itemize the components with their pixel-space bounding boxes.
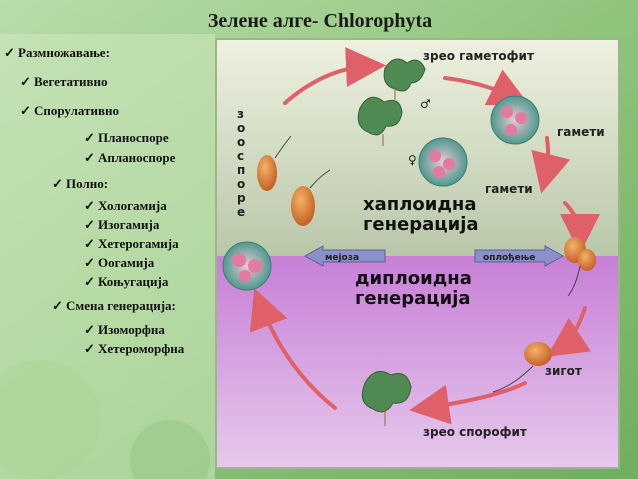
outline-item: ✓Изоморфна [84, 322, 165, 337]
svg-text:о: о [237, 177, 245, 191]
checkmark-icon: ✓ [84, 217, 95, 232]
outline-item: ✓Хологамија [84, 198, 167, 213]
outline-item: ✓Апланоспоре [84, 150, 176, 165]
outline-item: ✓Спорулативно [20, 103, 119, 118]
gamete-sphere-male [490, 95, 540, 145]
mature-gametophyte-label: зрео гаметофит [423, 49, 534, 63]
gametes-label-2: гамети [485, 182, 533, 196]
outline-item: ✓Изогамија [84, 217, 160, 232]
zygote-label: зигот [545, 364, 582, 378]
male-symbol: ♂ [420, 97, 431, 111]
zygote [492, 342, 552, 393]
slide-title: Зелене алге- Chlorophyta [207, 10, 433, 32]
diploid-label-2: генерација [355, 288, 471, 309]
outline-item: ✓Вегетативно [20, 74, 108, 89]
cycle-arrows [249, 47, 600, 425]
checkmark-icon: ✓ [52, 298, 63, 313]
svg-text:р: р [237, 191, 246, 205]
checkmark-icon: ✓ [52, 176, 63, 191]
checkmark-icon: ✓ [20, 74, 31, 89]
outline-item: ✓Коњугација [84, 274, 169, 289]
svg-text:о: о [237, 121, 245, 135]
zoospores-label: зоо спо ре [237, 107, 246, 219]
diploid-label: диплоидна [355, 268, 472, 289]
checkmark-icon: ✓ [84, 322, 95, 337]
zoospore-cell [257, 155, 277, 191]
female-symbol: ♀ [408, 153, 417, 167]
outline-item: ✓Смена генерација: [52, 298, 176, 313]
outline-item: ✓Хетерогамија [84, 236, 179, 251]
meiosis-label: мејоза [325, 252, 359, 263]
life-cycle-diagram: мејоза оплођење хаплоидна генерација дип… [215, 38, 620, 469]
gamete-sphere-female [418, 137, 468, 187]
haploid-label: хаплоидна [363, 194, 476, 215]
fertilization-arrow: оплођење [474, 245, 565, 267]
checkmark-icon: ✓ [84, 198, 95, 213]
fertilization-label: оплођење [483, 253, 535, 263]
outline-item: ✓Хетероморфна [84, 341, 185, 356]
svg-text:з: з [237, 107, 244, 121]
svg-text:с: с [237, 149, 244, 163]
checkmark-icon: ✓ [84, 341, 95, 356]
zoospore-cell [291, 186, 315, 226]
checkmark-icon: ✓ [84, 274, 95, 289]
svg-text:п: п [237, 163, 245, 177]
checkmark-icon: ✓ [84, 236, 95, 251]
checkmark-icon: ✓ [20, 103, 31, 118]
outline-item: ✓Полно: [52, 176, 109, 191]
checkmark-icon: ✓ [84, 255, 95, 270]
checkmark-icon: ✓ [4, 45, 15, 60]
gametes-label-1: гамети [557, 125, 605, 139]
flagellum [274, 135, 292, 159]
mature-sporophyte-label: зрео спорофит [423, 425, 527, 439]
outline-item: ✓Оогамија [84, 255, 155, 270]
meiosis-arrow: мејоза [303, 245, 386, 267]
gametophyte-thallus [357, 58, 426, 146]
haploid-label-2: генерација [363, 214, 479, 235]
checkmark-icon: ✓ [84, 130, 95, 145]
outline-item: ✓Размножавање: [4, 45, 110, 60]
sporophyte-thallus [361, 370, 412, 426]
checkmark-icon: ✓ [84, 150, 95, 165]
zygote-forming [564, 237, 596, 297]
svg-text:е: е [237, 205, 245, 219]
outline-item: ✓Планоспоре [84, 130, 169, 145]
svg-text:о: о [237, 135, 245, 149]
sporangium-sphere [222, 241, 272, 291]
flagellum [309, 169, 331, 189]
